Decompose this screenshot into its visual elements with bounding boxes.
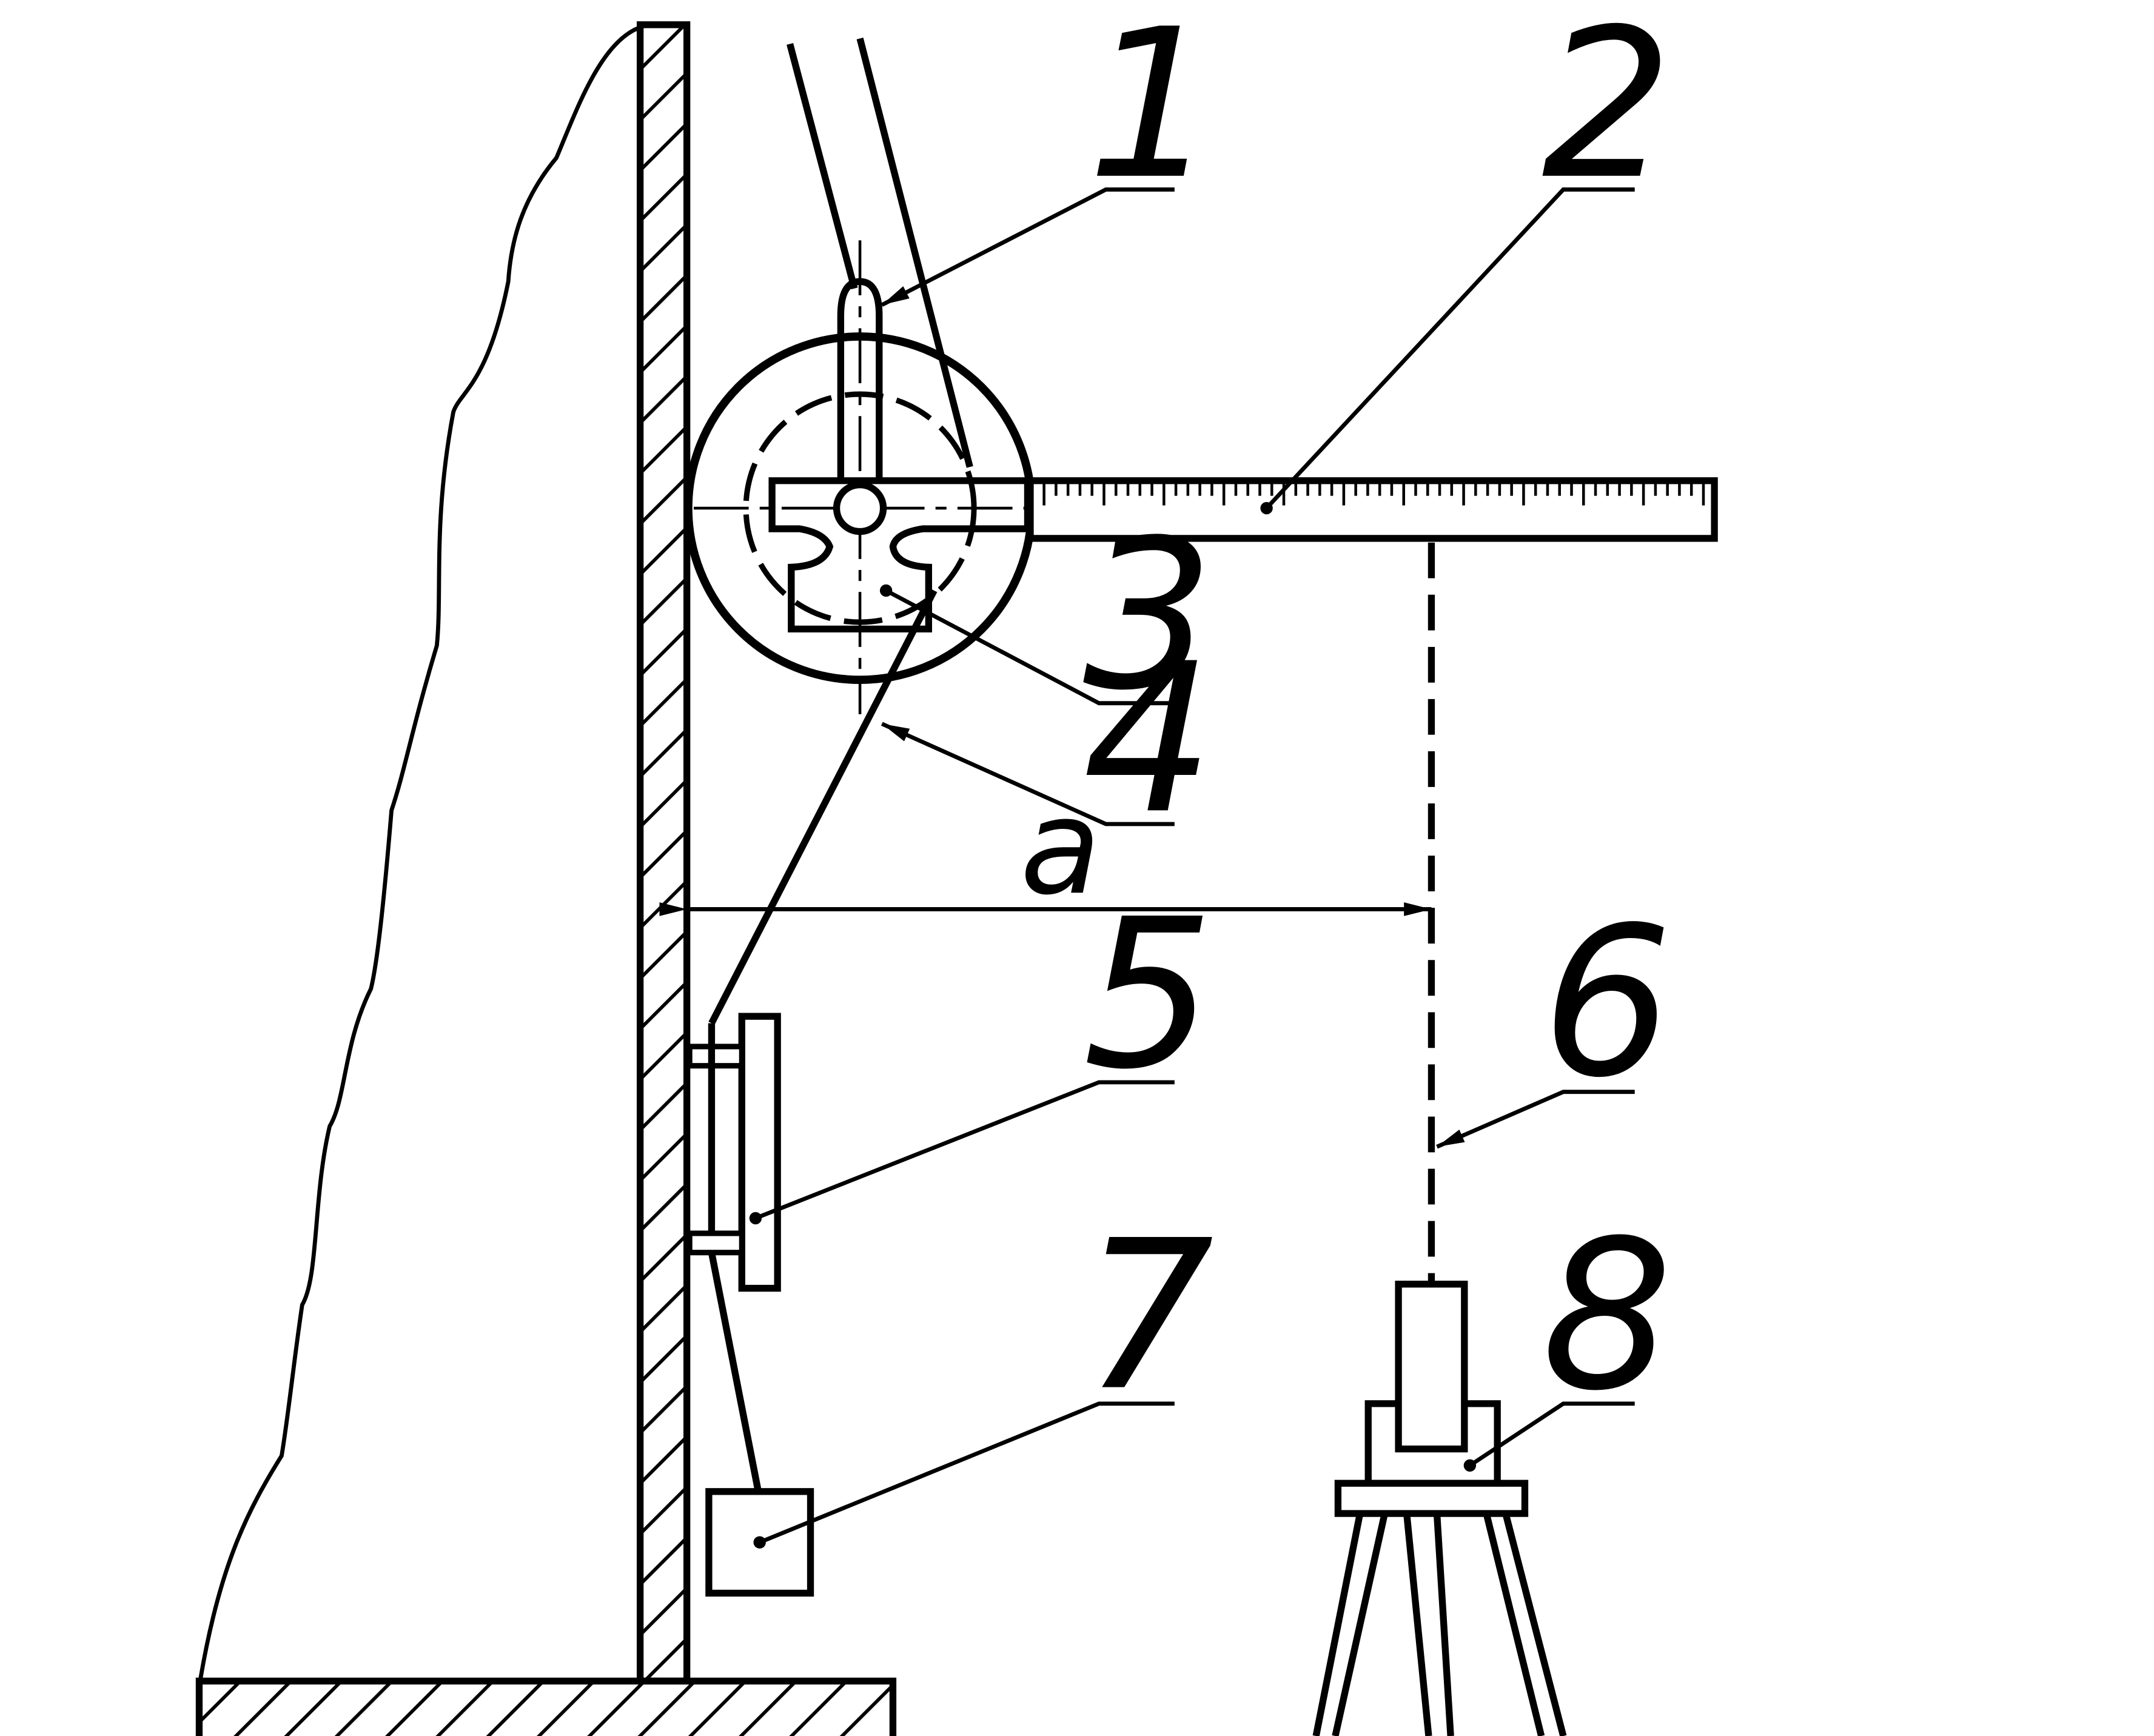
leader-lines <box>754 187 1635 1544</box>
tripod-legs <box>1312 1512 1567 1736</box>
callout-4: 4 <box>1083 620 1214 859</box>
break-outline <box>198 22 653 1679</box>
callout-8: 8 <box>1542 1197 1673 1436</box>
wall-block-mount <box>686 1044 745 1069</box>
leader-3 <box>885 588 1175 706</box>
dimension-label: a <box>1020 771 1101 924</box>
leader-dots <box>749 501 1477 1549</box>
leader-7 <box>759 1401 1175 1544</box>
wall-block-mount-lower <box>686 1230 745 1256</box>
hook <box>837 278 883 481</box>
floor <box>195 1677 897 1736</box>
leader-8 <box>1469 1401 1635 1467</box>
ruler-ticks <box>1042 483 1705 506</box>
callout-3: 3 <box>1083 497 1214 736</box>
sling-left <box>787 43 858 290</box>
rail-pin <box>833 481 887 535</box>
callout-1: 1 <box>1087 0 1218 225</box>
callout-5: 5 <box>1083 876 1214 1115</box>
weight-line <box>708 1252 762 1492</box>
wall <box>636 21 691 1685</box>
callout-2: 2 <box>1542 0 1673 225</box>
leader-6 <box>1436 1090 1635 1149</box>
wall-block <box>738 1013 781 1292</box>
rail-profile <box>768 477 1032 633</box>
callout-6: 6 <box>1542 883 1673 1123</box>
tripod-head <box>1334 1480 1529 1517</box>
sling-right <box>856 38 973 468</box>
measuring-ruler <box>1027 477 1718 542</box>
leader-5 <box>754 1080 1175 1221</box>
leader-1 <box>881 187 1175 307</box>
leader-2 <box>1265 187 1635 510</box>
callout-7: 7 <box>1083 1197 1215 1436</box>
instrument-eyepiece <box>1395 1281 1468 1453</box>
leader-4 <box>881 722 1175 826</box>
cable <box>708 589 938 1025</box>
